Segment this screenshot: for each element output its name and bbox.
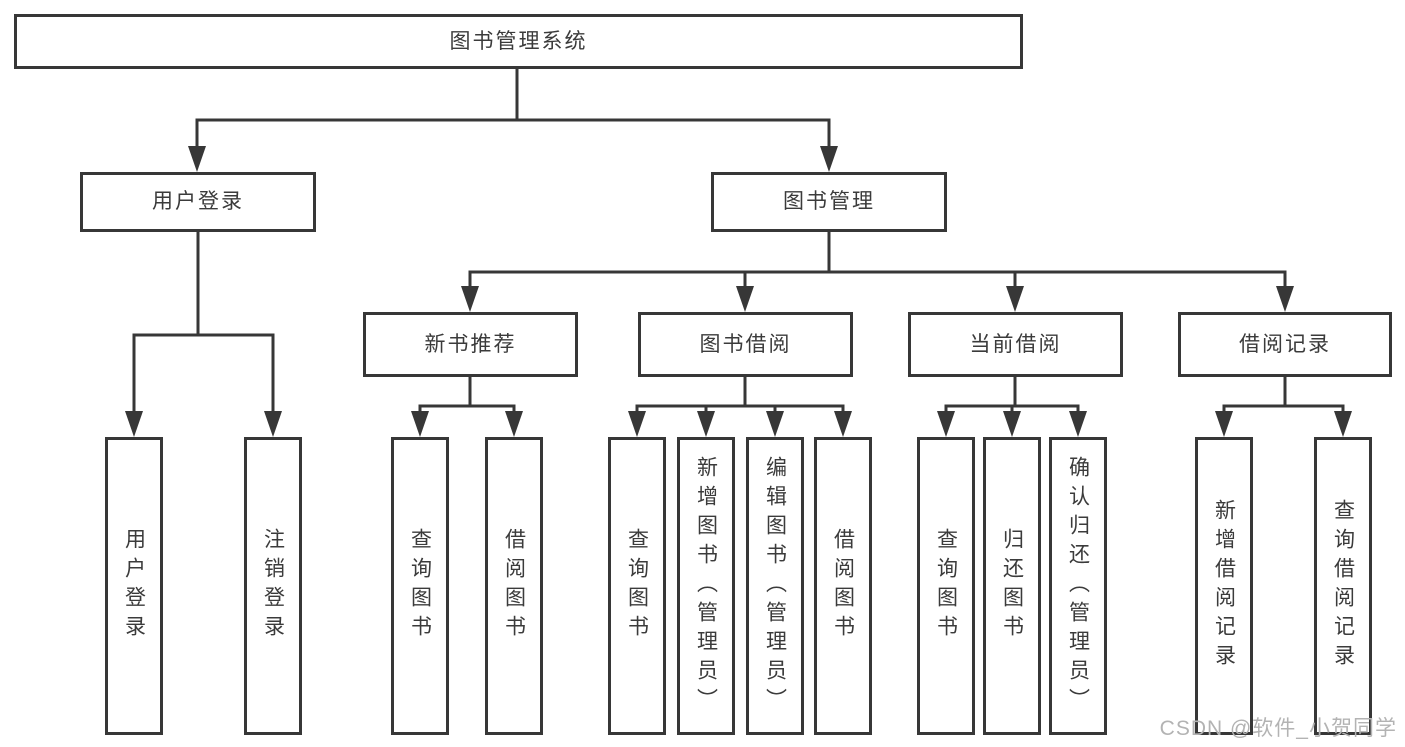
leaf-user-login: 用户登录 [105, 437, 163, 735]
arrowheads [125, 146, 1352, 437]
leaf-bb-add-books-admin: 新增图书（管理员） [677, 437, 735, 735]
csdn-watermark: CSDN @软件_小贺同学 [1159, 717, 1397, 740]
leaf-bb-edit-books-admin: 编辑图书（管理员） [746, 437, 804, 735]
leaf-cb-return-books: 归还图书 [983, 437, 1041, 735]
leaf-cb-confirm-return-admin: 确认归还（管理员） [1049, 437, 1107, 735]
node-borrowing-records: 借阅记录 [1178, 312, 1392, 377]
leaf-cb-query-books: 查询图书 [917, 437, 975, 735]
leaf-br-add-record: 新增借阅记录 [1195, 437, 1253, 735]
leaf-br-query-record: 查询借阅记录 [1314, 437, 1372, 735]
leaf-nbr-query-books: 查询图书 [391, 437, 449, 735]
node-current-borrowing: 当前借阅 [908, 312, 1123, 377]
leaf-bb-query-books: 查询图书 [608, 437, 666, 735]
node-system-root: 图书管理系统 [14, 14, 1023, 69]
node-book-management: 图书管理 [711, 172, 947, 232]
node-user-login: 用户登录 [80, 172, 316, 232]
leaf-logout: 注销登录 [244, 437, 302, 735]
leaf-bb-borrow-books: 借阅图书 [814, 437, 872, 735]
node-book-borrowing: 图书借阅 [638, 312, 853, 377]
node-new-book-recommend: 新书推荐 [363, 312, 578, 377]
leaf-nbr-borrow-books: 借阅图书 [485, 437, 543, 735]
